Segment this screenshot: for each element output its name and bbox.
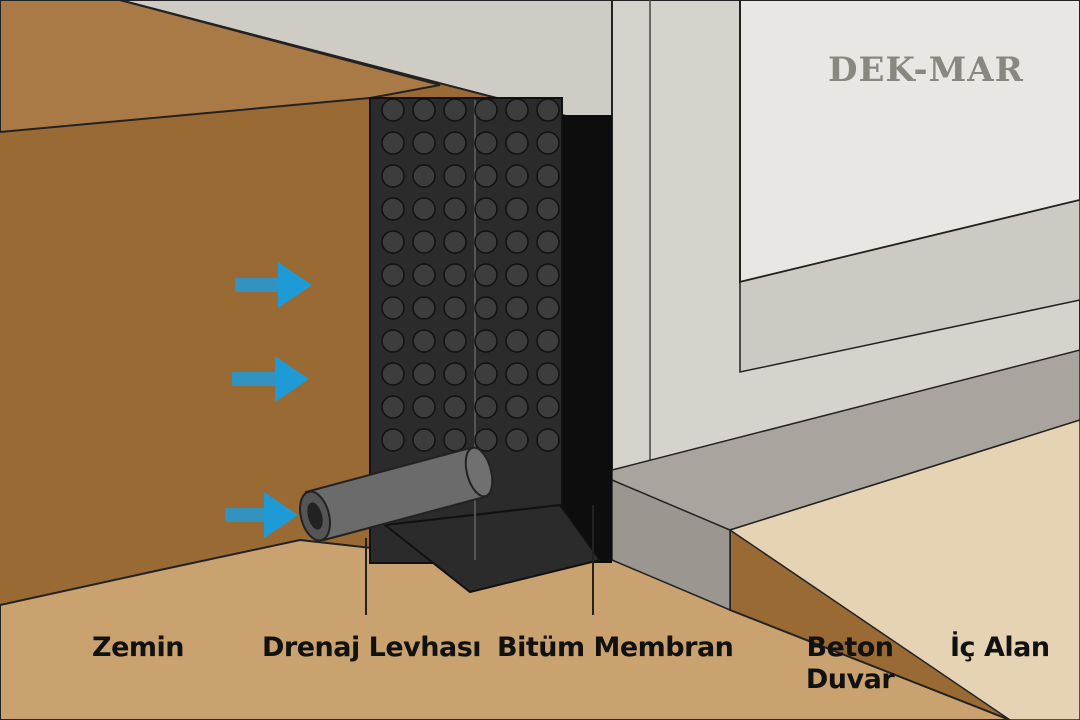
stud xyxy=(536,329,560,353)
stud xyxy=(443,296,467,320)
wall-base-strip xyxy=(739,199,1080,373)
label-soil: Zemin xyxy=(92,632,185,663)
stud xyxy=(412,230,436,254)
stud xyxy=(381,329,405,353)
stud xyxy=(536,395,560,419)
stud xyxy=(443,131,467,155)
stud xyxy=(536,197,560,221)
interior-wall-panel xyxy=(739,0,1080,284)
stud xyxy=(474,428,498,452)
stud xyxy=(505,164,529,188)
stud xyxy=(505,230,529,254)
stud xyxy=(412,131,436,155)
arrow-icon xyxy=(232,356,309,402)
stud xyxy=(536,164,560,188)
stud xyxy=(381,164,405,188)
stud xyxy=(474,329,498,353)
stud xyxy=(381,362,405,386)
label-bitumen-membrane: Bitüm Membran xyxy=(497,632,734,663)
stud xyxy=(381,197,405,221)
stud xyxy=(536,296,560,320)
stud xyxy=(412,362,436,386)
topsoil-band xyxy=(0,0,441,134)
stud xyxy=(474,263,498,287)
stud xyxy=(381,395,405,419)
drainage-studs xyxy=(381,98,560,452)
stud xyxy=(412,197,436,221)
label-concrete-wall-line1: Beton xyxy=(806,632,894,663)
stud xyxy=(474,296,498,320)
stud xyxy=(536,131,560,155)
stud xyxy=(381,428,405,452)
stud xyxy=(443,263,467,287)
stud xyxy=(536,428,560,452)
stud xyxy=(474,230,498,254)
stud xyxy=(536,98,560,122)
drainage-sheet-foot xyxy=(382,503,602,594)
stud xyxy=(536,263,560,287)
arrow-icon xyxy=(235,262,312,308)
arrow-icon xyxy=(225,492,298,538)
interior-floor xyxy=(728,419,1080,720)
stud xyxy=(505,98,529,122)
stud xyxy=(505,428,529,452)
stud xyxy=(505,329,529,353)
stud xyxy=(474,362,498,386)
drain-pipe xyxy=(299,446,494,542)
label-interior: İç Alan xyxy=(950,632,1050,663)
stud xyxy=(443,164,467,188)
stud xyxy=(412,428,436,452)
stud xyxy=(443,197,467,221)
stud xyxy=(443,98,467,122)
stud xyxy=(505,197,529,221)
stud xyxy=(381,263,405,287)
water-pressure-arrows xyxy=(225,262,312,538)
stud xyxy=(505,296,529,320)
stud xyxy=(474,164,498,188)
stud xyxy=(474,197,498,221)
stud xyxy=(505,263,529,287)
stud xyxy=(505,362,529,386)
stud xyxy=(443,329,467,353)
stud xyxy=(505,131,529,155)
label-drainage-sheet: Drenaj Levhası xyxy=(262,632,482,663)
stud xyxy=(412,98,436,122)
stud xyxy=(536,230,560,254)
stud xyxy=(381,98,405,122)
stud xyxy=(412,296,436,320)
logo: DEK-MAR xyxy=(828,50,1024,90)
stud xyxy=(412,329,436,353)
stud xyxy=(536,362,560,386)
stud xyxy=(505,395,529,419)
stud xyxy=(443,395,467,419)
label-concrete-wall-line2: Duvar xyxy=(805,664,895,695)
stud xyxy=(474,98,498,122)
stud xyxy=(381,296,405,320)
label-concrete-wall: Beton Duvar xyxy=(800,632,900,696)
stud xyxy=(412,164,436,188)
stud xyxy=(443,428,467,452)
stud xyxy=(474,131,498,155)
stud xyxy=(443,362,467,386)
bitumen-membrane xyxy=(560,115,612,563)
stud xyxy=(412,395,436,419)
stud xyxy=(474,395,498,419)
stud xyxy=(381,230,405,254)
stud xyxy=(412,263,436,287)
stud xyxy=(381,131,405,155)
stud xyxy=(443,230,467,254)
